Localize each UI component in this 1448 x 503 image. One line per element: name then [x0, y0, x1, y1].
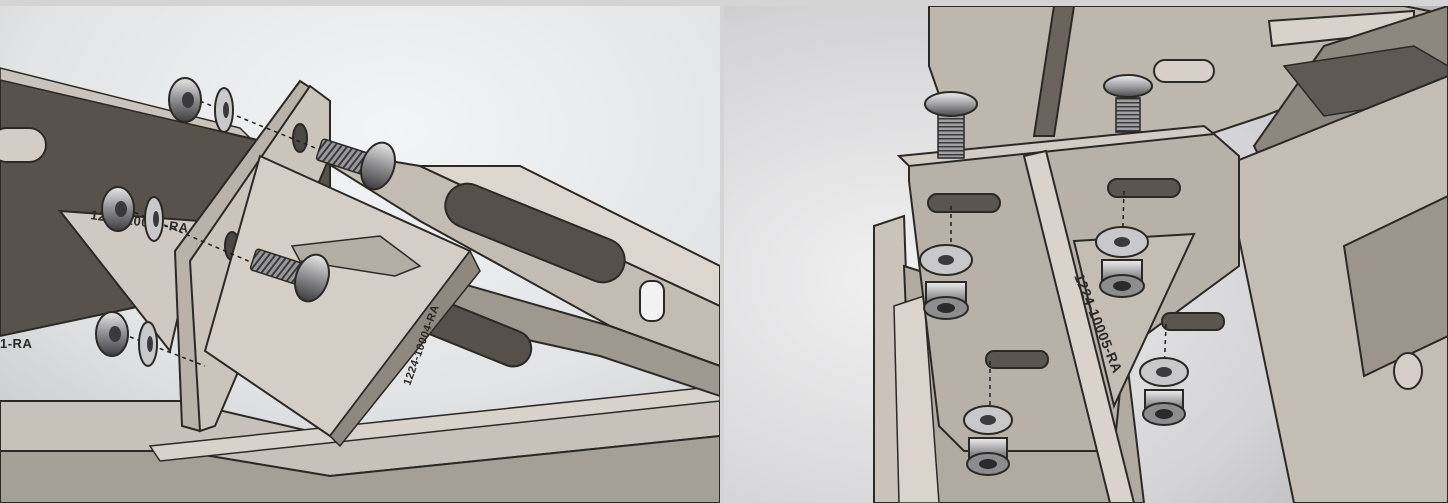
lower-frame-rail: [0, 385, 720, 503]
right-assembly-drawing: 1224-10005-RA: [724, 6, 1448, 503]
slot-upper-right: [1107, 178, 1181, 198]
frame-part-label: 1-RA: [0, 336, 32, 351]
carriage-bolt-left: [924, 91, 978, 159]
slot-lower-left: [985, 350, 1049, 369]
hardware-stack-upper-left: [919, 244, 973, 320]
hardware-stack-lower-right: [1139, 357, 1189, 426]
left-assembly-drawing: 1224-10005-RA 1-RA 1224-10004-RA: [0, 6, 720, 503]
frame-hole: [1393, 352, 1423, 390]
bracket-slot-upper: [292, 123, 308, 153]
side-frame: [1222, 74, 1448, 503]
slot-upper-left: [927, 193, 1001, 213]
flange-nut-middle: [101, 186, 164, 242]
carriage-bolt-right: [1103, 74, 1153, 133]
flange-nut-top: [168, 77, 234, 133]
hardware-stack-upper-right: [1095, 226, 1149, 298]
hardware-stack-lower-left: [963, 405, 1013, 476]
carriage-bolt-lower: [249, 248, 330, 303]
center-rib: [1022, 149, 1136, 503]
flange-nut-bottom: [95, 311, 158, 367]
carriage-bolt-upper: [315, 138, 396, 191]
slot-lower-right: [1161, 312, 1225, 331]
angled-plate: 1224-10004-RA: [203, 154, 481, 448]
right-assembly-view: 1224-10005-RA: [724, 6, 1448, 503]
assembly-lines: [114, 100, 331, 367]
left-assembly-view: 1224-10005-RA 1-RA 1224-10004-RA: [0, 6, 720, 503]
